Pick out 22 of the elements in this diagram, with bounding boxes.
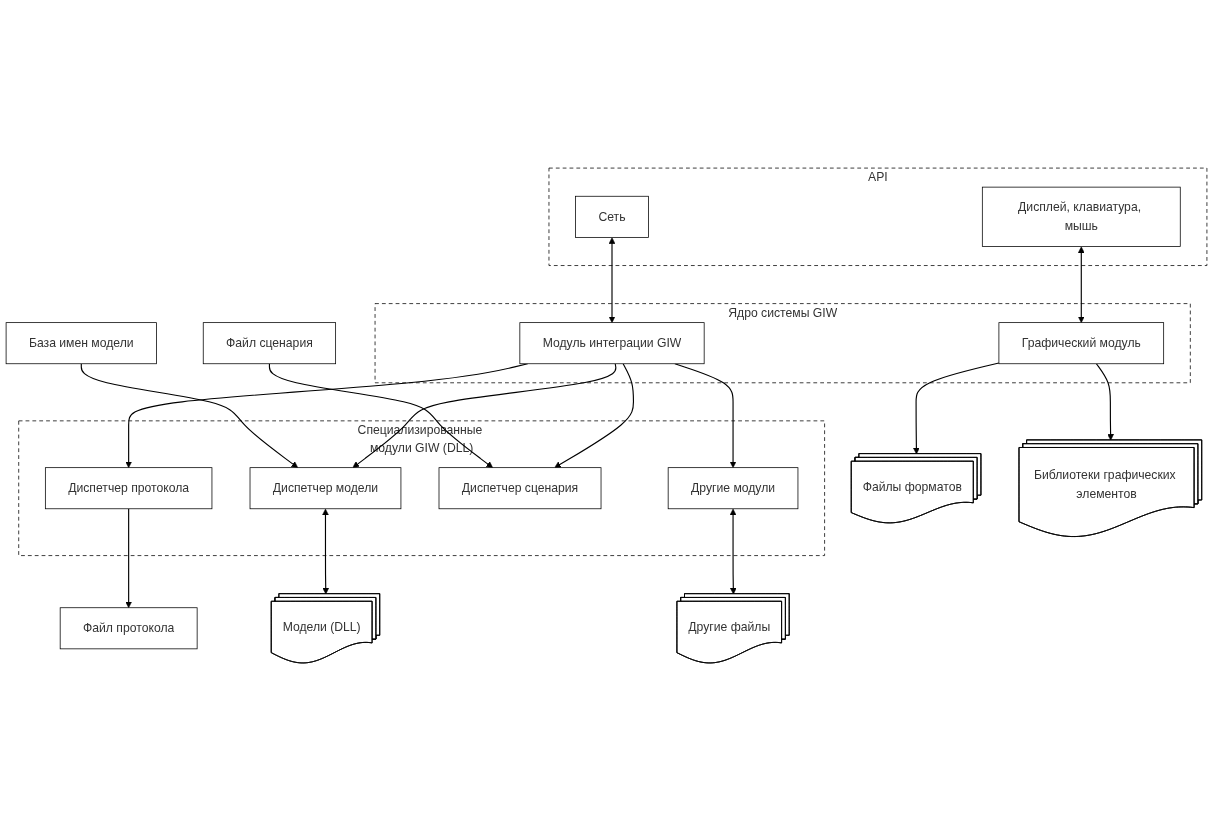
node-box: Сеть: [575, 196, 649, 239]
arrow: [913, 362, 1000, 455]
node-box: Дисплей, клавиатура, мышь: [981, 187, 1181, 248]
arrow: [352, 363, 617, 469]
arrow: [729, 509, 737, 595]
node-box: Файл протокола: [59, 607, 198, 650]
arrow: [1077, 247, 1085, 324]
node-box: Модуль интеграции GIW: [519, 322, 705, 365]
node-box: Графический модуль: [998, 322, 1165, 365]
node-box: Диспетчер сценария: [438, 467, 602, 510]
arrow: [554, 363, 635, 469]
arrow: [608, 237, 616, 324]
node-box: Диспетчер модели: [249, 467, 402, 510]
arrow: [322, 509, 330, 595]
node-box: База имен модели: [5, 322, 157, 365]
node-box: Другие модули: [667, 467, 799, 510]
arrow: [268, 363, 493, 469]
node-box: Диспетчер протокола: [44, 467, 213, 510]
arrow: [125, 508, 132, 609]
arrow: [80, 363, 299, 469]
node-box: Файл сценария: [202, 322, 336, 365]
arrow: [1095, 363, 1114, 442]
